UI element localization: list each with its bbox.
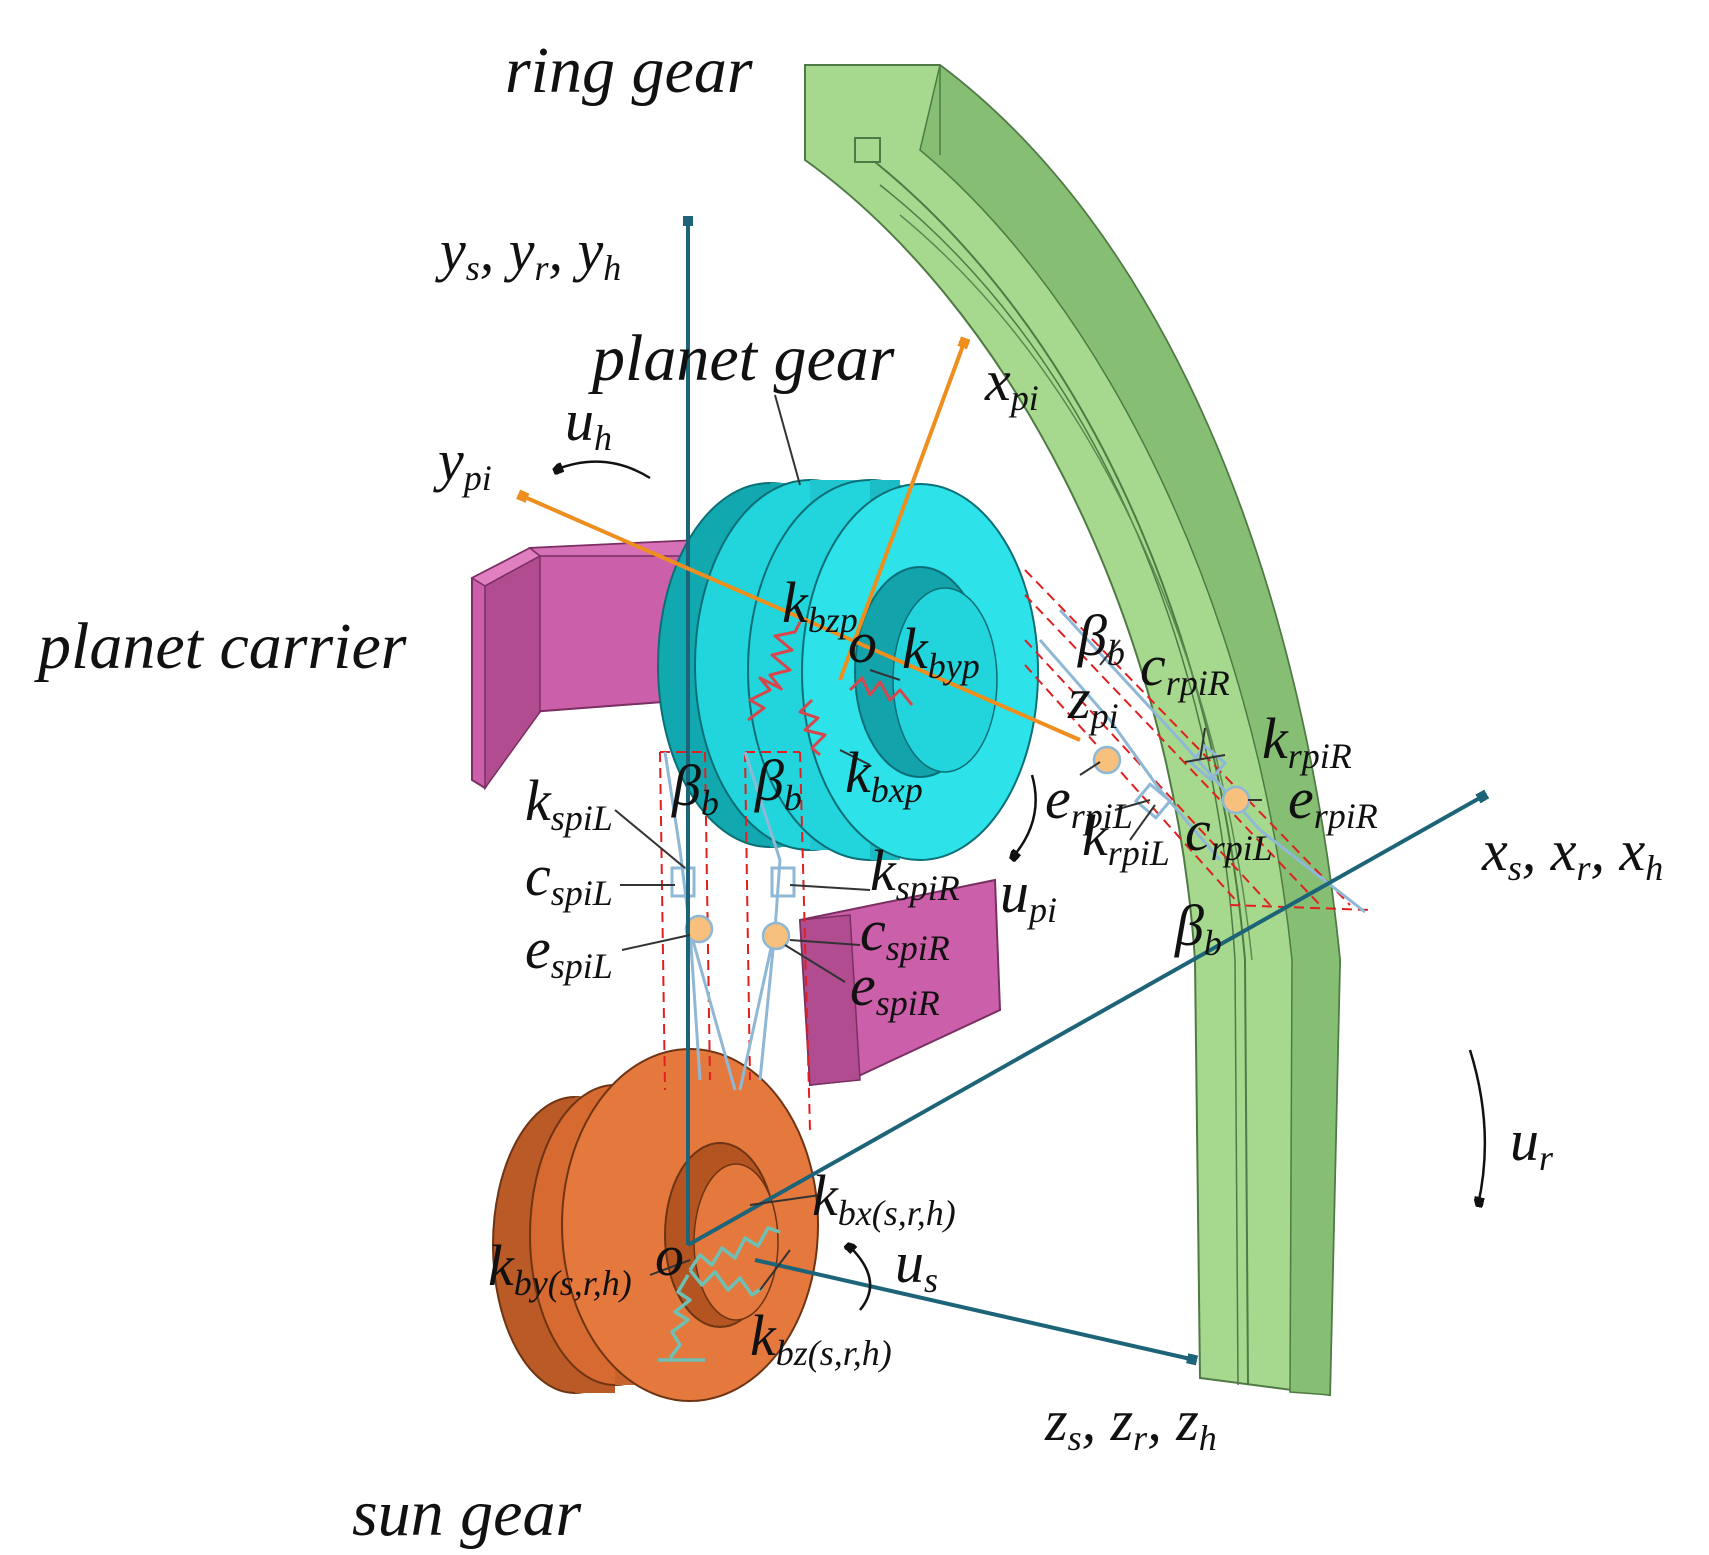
k-spiL-label: kspiL: [525, 768, 613, 838]
planet-carrier-label: planet carrier: [34, 610, 407, 683]
k-rpiL-label: krpiL: [1082, 803, 1170, 873]
u-s-label: us: [895, 1230, 938, 1300]
k-byp-label: kbyp: [902, 616, 980, 686]
beta-b-label-2: βb: [754, 748, 802, 818]
ring-gear-label: ring gear: [505, 34, 753, 107]
k-bxp-label: kbxp: [845, 740, 923, 810]
k-bx-srh-label: kbx(s,r,h): [812, 1163, 956, 1233]
e-spiR-label: espiR: [850, 953, 940, 1023]
leader-lines: [614, 394, 1262, 1291]
error-sources: [684, 745, 1251, 951]
e-rpiR-label: erpiR: [1288, 766, 1378, 836]
x-base-axis-arrow: [687, 795, 1485, 1247]
e-spiL-label: espiL: [525, 916, 613, 986]
planet-origin-label: o: [848, 610, 877, 675]
u-pi-rotation-arrow: [1012, 774, 1037, 858]
rotation-arrows: [555, 460, 1487, 1311]
labels: ring gear planet gear planet carrier sun…: [34, 34, 1663, 1550]
u-s-rotation-arrow: [848, 1245, 872, 1311]
x-planet-axis-arrow: [838, 340, 965, 681]
error-source-spiR: [761, 921, 791, 951]
k-by-srh-label: kby(s,r,h): [488, 1233, 632, 1303]
error-source-rpiL: [1092, 745, 1122, 775]
y-planet-axis-label: ypi: [433, 428, 492, 498]
mesh-elements: [663, 608, 1366, 1091]
x-base-axis-label: xs, xr, xh: [1481, 818, 1663, 888]
e-rpiL-label: erpiL: [1045, 766, 1133, 836]
k-bzp-label: kbzp: [782, 570, 858, 640]
error-source-rpiR: [1221, 785, 1251, 815]
beta-b-label-3: βb: [1077, 603, 1125, 673]
beta-b-label-4: βb: [1174, 893, 1222, 963]
y-planet-axis-arrow: [520, 495, 1081, 742]
u-h-rotation-arrow: [555, 460, 651, 480]
planet-bearing-springs: [747, 621, 914, 757]
ring-gear: [804, 63, 1342, 1397]
k-bz-srh-label: kbz(s,r,h): [750, 1303, 892, 1373]
k-rpiR-label: krpiR: [1262, 706, 1352, 776]
sun-origin-label: o: [655, 1223, 684, 1288]
z-planet-axis-label: zpi: [1067, 666, 1119, 736]
planet-coordinate-axes: [520, 340, 1081, 742]
beta-b-label-1: βb: [671, 753, 719, 823]
c-spiL-label: cspiL: [525, 843, 613, 913]
u-r-label: ur: [1510, 1108, 1554, 1178]
u-r-rotation-arrow: [1468, 1049, 1487, 1205]
c-spiR-label: cspiR: [860, 898, 950, 968]
planet-gear-label: planet gear: [588, 322, 895, 395]
u-h-label: uh: [565, 388, 612, 458]
z-base-axis-arrow: [754, 1258, 1195, 1360]
base-coordinate-axes: [688, 218, 1485, 1360]
u-pi-label: upi: [1000, 860, 1057, 930]
sun-gear-label: sun gear: [352, 1477, 581, 1550]
z-base-axis-label: zs, zr, zh: [1044, 1388, 1217, 1458]
x-planet-axis-label: xpi: [984, 348, 1039, 418]
c-rpiL-label: crpiL: [1185, 798, 1273, 868]
y-base-axis-label: ys, yr, yh: [435, 218, 621, 288]
k-spiR-label: kspiR: [870, 838, 960, 908]
sun-bearing-springs: [658, 1226, 781, 1362]
c-rpiR-label: crpiR: [1140, 633, 1230, 703]
